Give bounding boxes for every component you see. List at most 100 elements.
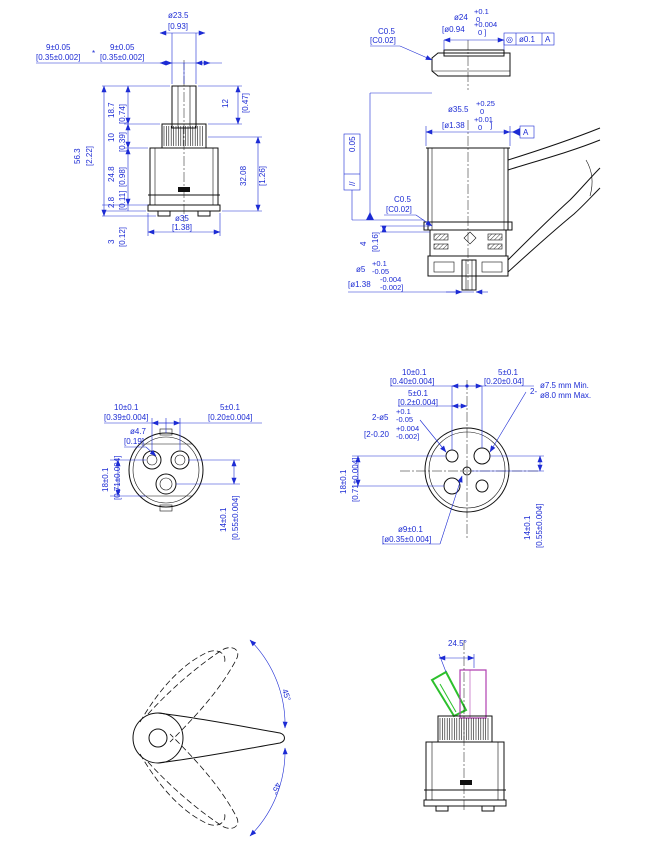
- section-main-dia-tol-up: +0.25: [476, 99, 495, 108]
- section-cap-dia-in-tol-lo: 0 ]: [478, 28, 486, 37]
- front-dimensions: ø23.5 [0.93] 9±0.05 [0.35±0.002] 9±0.05 …: [36, 11, 267, 247]
- br-pins-note: 2-ø5: [372, 413, 389, 422]
- concentricity-tolerance: ø0.1: [519, 35, 536, 44]
- bl-hole-dia: ø4.7: [130, 427, 147, 436]
- br-pins-note-in: [2-0.20: [364, 430, 389, 439]
- front-width-left: 9±0.05: [46, 43, 71, 52]
- section-cap-dia-in-tol: +0.004: [474, 20, 497, 29]
- front-cartridge-outline: [147, 60, 221, 222]
- br-v-spacing2-in: [0.55±0.004]: [535, 504, 544, 548]
- parallel-symbol: //: [348, 181, 357, 186]
- br-spacing-a-in: [0.40±0.004]: [390, 377, 434, 386]
- section-cartridge-outline: [423, 40, 601, 292]
- front-width-left-in: [0.35±0.002]: [36, 53, 80, 62]
- br-holes-max: ø8.0 mm Max.: [540, 391, 591, 400]
- front-width-right-in: [0.35±0.002]: [100, 53, 144, 62]
- br-v-spacing: 18±0.1: [339, 469, 348, 494]
- section-main-dia: ø35.5: [448, 105, 469, 114]
- front-dia-top-in: [0.93]: [168, 22, 188, 31]
- section-view: C0.5 [C0.02] ø24 +0.1 0 [ø0.94 +0.004 0 …: [343, 7, 601, 295]
- parallelism-frame: 0.05 //: [343, 133, 361, 191]
- br-spacing-a: 10±0.1: [402, 368, 427, 377]
- br-spacing-c-in: [0.2±0.004]: [398, 398, 438, 407]
- bl-v-spacing2: 14±0.1: [219, 507, 228, 532]
- br-pins-note-in-tol-up: +0.004: [396, 424, 419, 433]
- section-pin-dia-tol-up: +0.1: [372, 259, 387, 268]
- section-main-dia-in-tol-up: +0.01: [474, 115, 493, 124]
- section-pin-dia-tol-lo: -0.05: [372, 267, 389, 276]
- front-height-bottom: 3: [107, 239, 116, 244]
- bottom-view-right: 10±0.1 [0.40±0.004] 5±0.1 [0.20±0.04] 5±…: [339, 368, 591, 548]
- front-height-bottom-in: [0.12]: [118, 227, 127, 247]
- section-main-dia-in-close: ]: [490, 121, 492, 130]
- front-height-stem: 18.7: [107, 102, 116, 118]
- front-height-stem-in: [0.74]: [118, 104, 127, 124]
- br-pins-note-tol-up: +0.1: [396, 407, 411, 416]
- bl-spacing-a: 10±0.1: [114, 403, 139, 412]
- bl-v-spacing: 18±0.1: [101, 467, 110, 492]
- front-width-right: 9±0.05: [110, 43, 135, 52]
- datum-a-label: A: [523, 128, 529, 137]
- section-chamfer-top-in: [C0.02]: [370, 36, 396, 45]
- bottom-view-left: 10±0.1 [0.39±0.004] 5±0.1 [0.20±0.004] ø…: [101, 403, 262, 540]
- front-elevation-view: ø23.5 [0.93] 9±0.05 [0.35±0.002] 9±0.05 …: [36, 11, 267, 247]
- front-dia-top: ø23.5: [168, 11, 189, 20]
- section-pin-dia-in-tol-lo: -0.002]: [380, 283, 403, 292]
- bl-v-spacing-in: [0.71±0.004]: [113, 456, 122, 500]
- lever-swing-view: 45° 45°: [132, 639, 292, 837]
- section-pin-dia-in-tol-up: -0.004: [380, 275, 401, 284]
- section-main-dia-in: [ø1.38: [442, 121, 465, 130]
- lever-outline: [132, 639, 288, 837]
- section-height-4: 4: [359, 241, 368, 246]
- section-cap-dia-in: [ø0.94: [442, 25, 465, 34]
- front-height-top12-in: [0.47]: [241, 93, 250, 113]
- section-chamfer-bot-in: [C0.02]: [386, 205, 412, 214]
- section-pin-dia: ø5: [356, 265, 366, 274]
- front-height-body-right: 32.08: [239, 165, 248, 186]
- bl-spacing-a-in: [0.39±0.004]: [104, 413, 148, 422]
- section-main-dia-in-tol-lo: 0: [478, 123, 482, 132]
- front-height-total-in: [2.22]: [85, 146, 94, 166]
- front-height-total: 56.3: [73, 148, 82, 164]
- front-height-top12: 12: [221, 99, 230, 108]
- br-pins-note-in-tol-lo: -0.002]: [396, 432, 419, 441]
- section-cap-dia-tol-lo: 0: [476, 15, 480, 24]
- front-dia-body-in: [1.38]: [172, 223, 192, 232]
- bottom-left-dimensions: 10±0.1 [0.39±0.004] 5±0.1 [0.20±0.004] ø…: [101, 403, 262, 540]
- br-spacing-b-in: [0.20±0.04]: [484, 377, 524, 386]
- br-holes-count: 2-: [530, 387, 537, 396]
- br-center-dia-in: [ø0.35±0.004]: [382, 535, 431, 544]
- front-height-body-in: [0.98]: [118, 167, 127, 187]
- section-height-4-in: [0.16]: [371, 232, 380, 252]
- tilt-angle: 24.5°: [448, 639, 467, 648]
- svg-text:*: *: [92, 49, 95, 58]
- front-height-spline: 10: [107, 133, 116, 142]
- br-holes-min: ø7.5 mm Min.: [540, 381, 589, 390]
- br-spacing-b: 5±0.1: [498, 368, 519, 377]
- concentricity-symbol: ◎: [506, 35, 513, 44]
- lever-angle-top: 45°: [280, 688, 292, 702]
- br-pins-note-tol-lo: -0.05: [396, 415, 413, 424]
- section-dimensions: C0.5 [C0.02] ø24 +0.1 0 [ø0.94 +0.004 0 …: [343, 7, 555, 295]
- bl-hole-dia-in: [0.19]: [124, 437, 144, 446]
- section-chamfer-top: C0.5: [378, 27, 395, 36]
- front-height-base-in: [0.11]: [118, 191, 127, 210]
- front-height-spline-in: [0.39]: [118, 132, 127, 152]
- tilt-view: 24.5°: [423, 639, 507, 812]
- bl-v-spacing2-in: [0.55±0.004]: [231, 496, 240, 540]
- bl-spacing-b-in: [0.20±0.004]: [208, 413, 252, 422]
- tilt-outline: [423, 640, 507, 812]
- section-cap-dia-tol-up: +0.1: [474, 7, 489, 16]
- section-chamfer-bot: C0.5: [394, 195, 411, 204]
- bottom-right-dimensions: 10±0.1 [0.40±0.004] 5±0.1 [0.20±0.04] 5±…: [339, 368, 591, 548]
- bl-spacing-b: 5±0.1: [220, 403, 241, 412]
- front-dia-body: ø35: [175, 214, 189, 223]
- section-pin-dia-in: [ø1.38: [348, 280, 371, 289]
- br-center-dia: ø9±0.1: [398, 525, 423, 534]
- br-v-spacing2: 14±0.1: [523, 515, 532, 540]
- br-spacing-c: 5±0.1: [408, 389, 429, 398]
- lever-angle-bottom: 45°: [270, 781, 283, 796]
- concentricity-frame: ◎ ø0.1 A: [503, 32, 555, 46]
- concentricity-datum: A: [545, 35, 551, 44]
